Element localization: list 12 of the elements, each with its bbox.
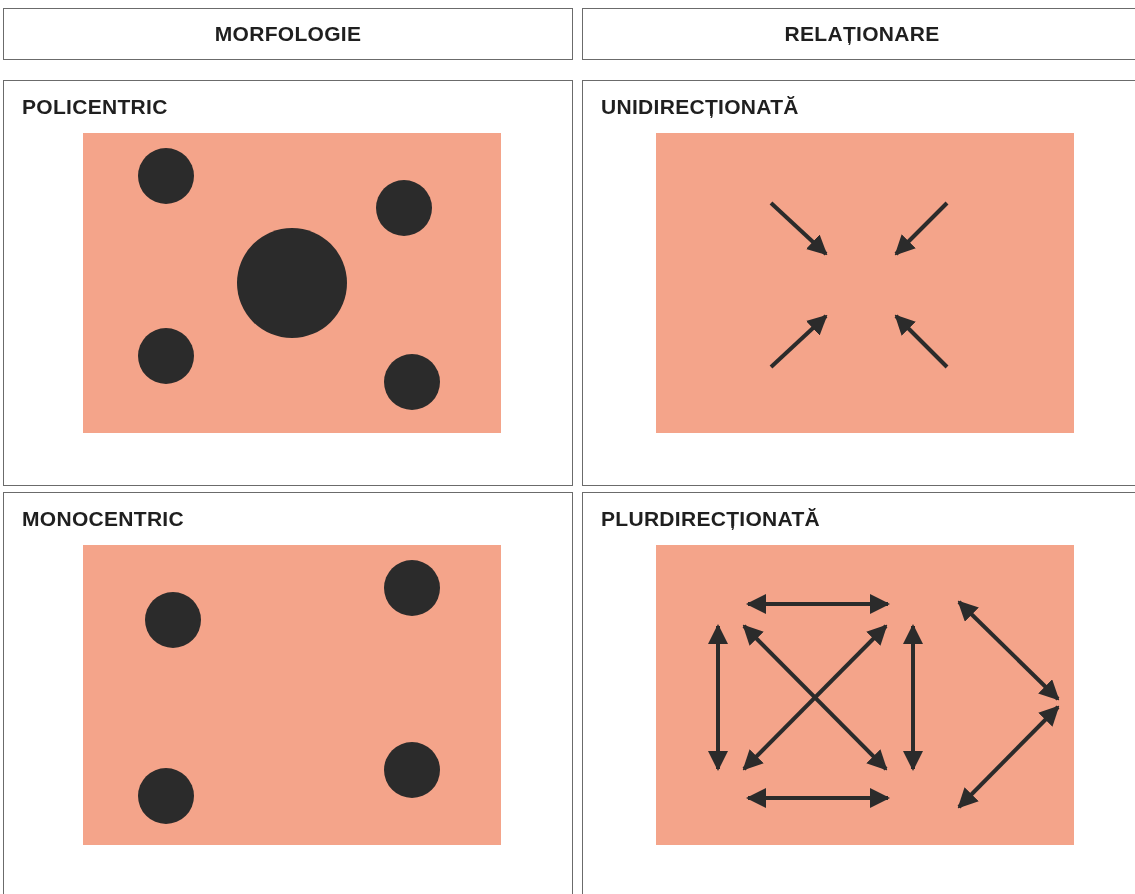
header-text: RELAȚIONARE bbox=[784, 22, 940, 46]
panel bbox=[3, 492, 573, 894]
panel bbox=[582, 492, 1135, 894]
header-text: MORFOLOGIE bbox=[214, 22, 362, 46]
column-header bbox=[582, 8, 1135, 60]
panel-title: POLICENTRIC bbox=[22, 95, 168, 119]
panel bbox=[3, 80, 573, 486]
column-header bbox=[3, 8, 573, 60]
panel-title: PLURDIRECȚIONATĂ bbox=[601, 507, 821, 531]
panel-title: UNIDIRECȚIONATĂ bbox=[601, 95, 799, 119]
panel bbox=[582, 80, 1135, 486]
panel-title: MONOCENTRIC bbox=[22, 507, 184, 531]
